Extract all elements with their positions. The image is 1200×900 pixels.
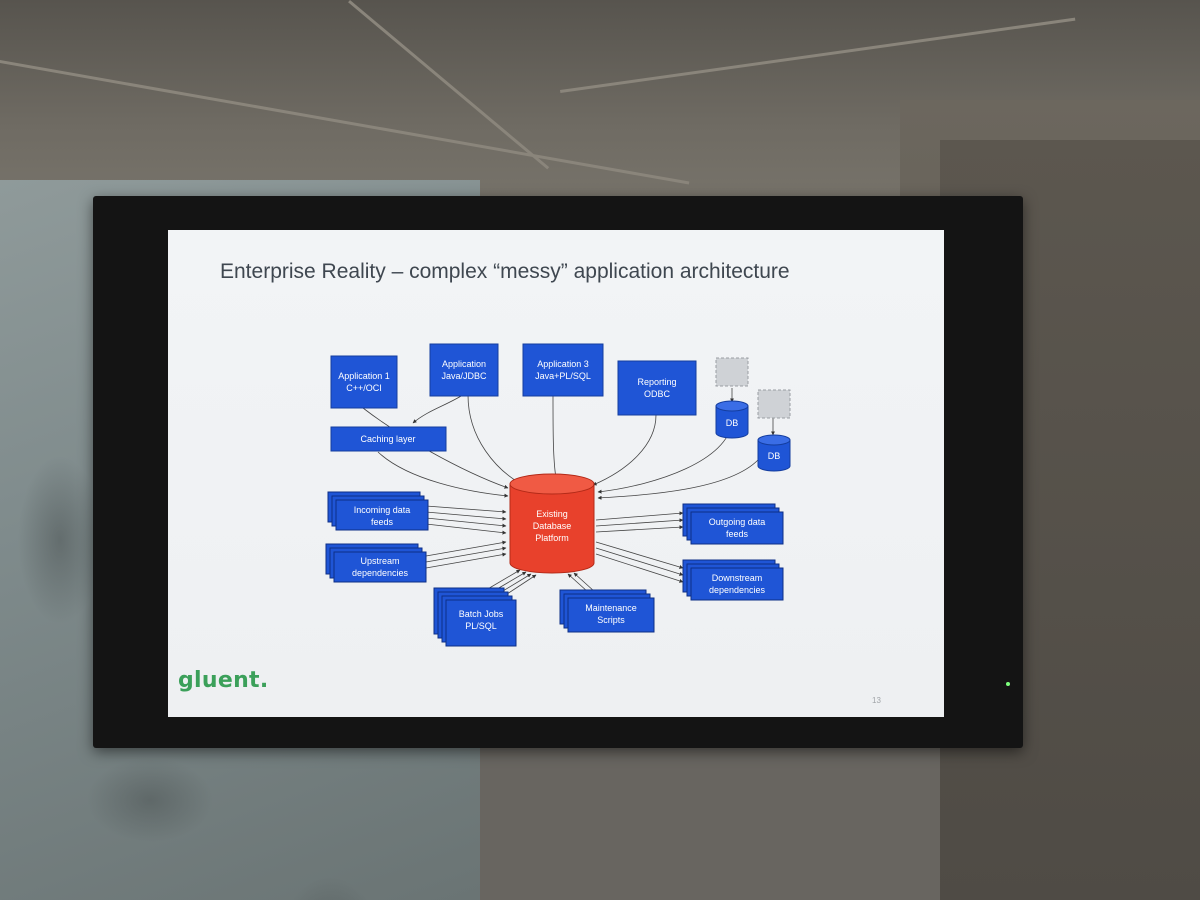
arrow-app3 <box>552 395 558 479</box>
arrow-downstream <box>595 553 684 583</box>
arrow-caching <box>377 451 509 498</box>
svg-text:Upstream: Upstream <box>360 556 399 566</box>
svg-text:Database: Database <box>533 521 572 531</box>
svg-text:dependencies: dependencies <box>352 568 409 578</box>
node-downstream-dependencies: Downstream dependencies <box>682 559 784 601</box>
node-batch-jobs: Batch Jobs PL/SQL <box>433 587 517 647</box>
node-maintenance-scripts: Maintenance Scripts <box>559 589 655 633</box>
svg-text:Caching layer: Caching layer <box>360 434 415 444</box>
arrow-maintenance <box>573 572 596 593</box>
arrow-db1 <box>597 421 733 494</box>
node-existing-database: Existing Database Platform <box>509 473 595 574</box>
svg-text:DB: DB <box>726 418 739 428</box>
arrow-outgoing <box>595 518 684 527</box>
node-db1: DB <box>715 400 749 439</box>
arrow-maintenance <box>567 573 589 593</box>
svg-text:Maintenance: Maintenance <box>585 603 637 613</box>
arrow-batch <box>503 574 537 597</box>
arrow-outgoing <box>595 511 684 521</box>
svg-text:Existing: Existing <box>536 509 568 519</box>
arrow-batch <box>485 569 521 591</box>
arrow-incoming <box>425 523 507 535</box>
svg-text:PL/SQL: PL/SQL <box>465 621 497 631</box>
node-db2: DB <box>757 434 791 472</box>
gray-cloud-placeholder <box>757 389 791 419</box>
arrow-upstream <box>425 552 507 569</box>
tv-power-led <box>1006 682 1010 686</box>
arrow-java-caching <box>412 392 467 424</box>
svg-text:ODBC: ODBC <box>644 389 671 399</box>
svg-text:feeds: feeds <box>726 529 749 539</box>
node-app-java: Application Java/JDBC <box>429 343 499 397</box>
architecture-diagram: Application 1 C++/OCI Application Java/J… <box>325 343 791 647</box>
arrow-incoming <box>425 517 507 528</box>
arrow-downstream <box>595 547 684 576</box>
lower-wall <box>480 740 940 900</box>
node-upstream-dependencies: Upstream dependencies <box>325 543 427 583</box>
slide-page-number: 13 <box>872 696 881 705</box>
svg-text:Application: Application <box>442 359 486 369</box>
node-reporting: Reporting ODBC <box>617 360 697 416</box>
arrow-upstream <box>425 546 507 563</box>
svg-text:Incoming data: Incoming data <box>354 505 411 515</box>
node-caching: Caching layer <box>330 426 447 452</box>
arrow-db2 <box>597 459 759 500</box>
svg-text:Platform: Platform <box>535 533 569 543</box>
arrow-incoming <box>425 511 507 521</box>
svg-text:DB: DB <box>768 451 781 461</box>
svg-text:Java/JDBC: Java/JDBC <box>441 371 487 381</box>
svg-text:Downstream: Downstream <box>712 573 763 583</box>
svg-text:Application 1: Application 1 <box>338 371 390 381</box>
gray-cloud-placeholder <box>715 357 749 387</box>
arrow-downstream <box>595 541 684 569</box>
svg-text:dependencies: dependencies <box>709 585 766 595</box>
slide-title: Enterprise Reality – complex “messy” app… <box>220 260 790 283</box>
arrow-app-java <box>467 394 519 483</box>
svg-text:Reporting: Reporting <box>637 377 676 387</box>
presentation-slide: Enterprise Reality – complex “messy” app… <box>168 230 944 717</box>
svg-text:Outgoing data: Outgoing data <box>709 517 766 527</box>
arrow-reporting <box>592 414 657 486</box>
node-app3: Application 3 Java+PL/SQL <box>522 343 604 397</box>
node-app1: Application 1 C++/OCI <box>330 355 398 409</box>
svg-text:feeds: feeds <box>371 517 394 527</box>
node-outgoing-data-feeds: Outgoing data feeds <box>682 503 784 545</box>
svg-text:C++/OCI: C++/OCI <box>346 383 382 393</box>
arrow-incoming <box>425 505 507 514</box>
svg-text:Scripts: Scripts <box>597 615 625 625</box>
svg-text:Java+PL/SQL: Java+PL/SQL <box>535 371 591 381</box>
gluent-logo: gluent. <box>178 668 269 693</box>
svg-text:Application 3: Application 3 <box>537 359 589 369</box>
arrow-outgoing <box>595 525 684 533</box>
node-incoming-data-feeds: Incoming data feeds <box>327 491 429 531</box>
arrow-upstream <box>425 540 507 557</box>
svg-text:Batch Jobs: Batch Jobs <box>459 609 504 619</box>
